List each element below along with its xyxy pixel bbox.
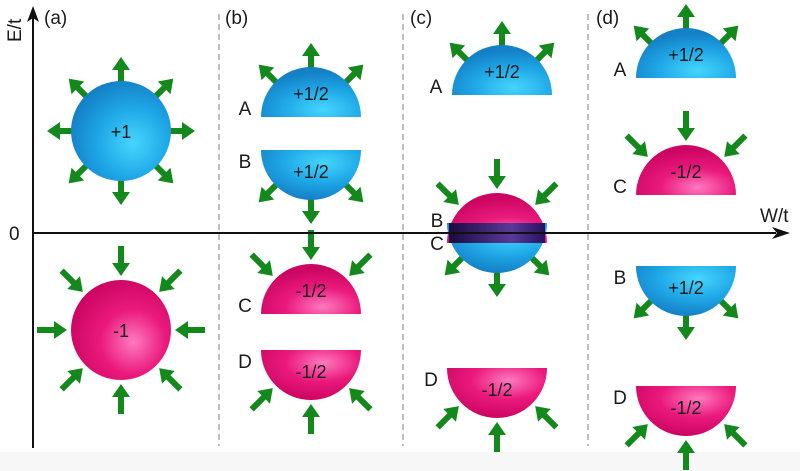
panel-d-lower-dome-positive xyxy=(636,266,736,316)
panel-d-arrow-icon xyxy=(624,133,648,157)
panel-c-arrow-icon xyxy=(488,422,506,452)
x-axis-arrowhead xyxy=(772,227,790,239)
panel-d-arrow-icon xyxy=(677,4,695,34)
panel-a-charge-label: -1 xyxy=(113,321,129,341)
panel-b-arrow-icon xyxy=(302,230,320,260)
panel-label-b: (b) xyxy=(225,8,248,29)
panel-b-upper-dome-positive xyxy=(261,67,361,117)
panel-d-arrow-icon xyxy=(624,424,648,448)
y-axis-arrowhead xyxy=(27,6,39,22)
panel-dividers xyxy=(218,14,589,446)
panel-c-arrow-icon xyxy=(488,267,506,297)
panel-b-charge-label: -1/2 xyxy=(295,362,326,382)
panel-d-state-tag-A: A xyxy=(614,60,627,81)
panel-a-sphere-positive xyxy=(71,81,171,181)
panel-c-arrow-icon xyxy=(535,406,559,430)
panel-a-arrow-icon xyxy=(112,57,130,87)
panel-a-arrow-icon xyxy=(159,268,183,292)
panel-a-arrow-icon xyxy=(112,175,130,205)
panel-b-arrow-icon xyxy=(249,252,273,276)
panel-b-upper-dome-negative xyxy=(261,264,361,314)
axes: E/t W/t 0 xyxy=(5,6,790,448)
panel-d-arrow-icon xyxy=(724,133,748,157)
panel-d-arrow-icon xyxy=(724,424,748,448)
panel-d-state-tag-D: D xyxy=(613,388,627,409)
panel-b-state-tag-A: A xyxy=(239,99,252,120)
panel-b-arrow-icon xyxy=(249,388,273,412)
panel-label-c: (c) xyxy=(410,8,432,29)
panel-b-arrow-icon xyxy=(349,252,373,276)
panel-b-lower-dome-negative xyxy=(261,350,361,400)
panel-c-state-tag-A: A xyxy=(430,77,443,98)
panel-d-charge-label: -1/2 xyxy=(670,162,701,182)
panel-d-upper-dome-positive xyxy=(636,28,736,78)
panel-b-arrow-icon xyxy=(302,43,320,73)
panel-b-arrow-icon xyxy=(302,194,320,224)
panel-d-arrow-icon xyxy=(677,440,695,470)
shapes-layer: +1-1+1/2A+1/2B-1/2C-1/2D+1/2ABC-1/2D+1/2… xyxy=(37,4,748,470)
bottom-strip xyxy=(0,452,800,471)
panel-d-state-tag-C: C xyxy=(613,177,627,198)
panel-d-arrow-icon xyxy=(677,111,695,141)
panel-c-charge-label: -1/2 xyxy=(481,380,512,400)
panel-a-arrow-icon xyxy=(165,122,195,140)
x-axis-label: W/t xyxy=(760,206,789,227)
panel-a-arrow-icon xyxy=(47,122,77,140)
panel-d-lower-dome-negative xyxy=(636,386,736,436)
panel-c-state-tag-C: C xyxy=(430,234,444,255)
panel-c-upper-dome-positive xyxy=(452,45,552,95)
panel-a-arrow-icon xyxy=(112,384,130,414)
panel-b-charge-label: +1/2 xyxy=(293,84,329,104)
panel-c-lower-dome-negative xyxy=(447,368,547,418)
panel-a-arrow-icon xyxy=(159,368,183,392)
panel-b-state-tag-D: D xyxy=(238,352,252,373)
panel-c-charge-label: +1/2 xyxy=(484,62,520,82)
panel-label-a: (a) xyxy=(44,8,67,29)
panel-a-arrow-icon xyxy=(175,321,205,339)
panel-c-state-tag-B: B xyxy=(431,211,444,232)
panel-d-upper-dome-negative xyxy=(636,145,736,195)
panel-b-arrow-icon xyxy=(302,404,320,434)
panel-a-arrow-icon xyxy=(37,321,67,339)
panel-a-arrow-icon xyxy=(59,368,83,392)
origin-label: 0 xyxy=(9,224,20,245)
panel-d-state-tag-B: B xyxy=(614,268,627,289)
panel-label-d: (d) xyxy=(596,8,619,29)
panel-b-charge-label: +1/2 xyxy=(293,162,329,182)
panel-b-charge-label: -1/2 xyxy=(295,281,326,301)
panel-b-state-tag-C: C xyxy=(238,296,252,317)
panel-b-lower-dome-positive xyxy=(261,150,361,200)
panel-a-arrow-icon xyxy=(59,268,83,292)
panel-d-charge-label: +1/2 xyxy=(668,278,704,298)
panel-c-arrow-icon xyxy=(435,406,459,430)
panel-c-arrow-icon xyxy=(435,181,459,205)
panel-d-charge-label: +1/2 xyxy=(668,45,704,65)
y-axis-label: E/t xyxy=(5,18,26,42)
panel-d-arrow-icon xyxy=(677,310,695,340)
panel-b-state-tag-B: B xyxy=(239,152,252,173)
panel-a-charge-label: +1 xyxy=(111,122,132,142)
panel-c-arrow-icon xyxy=(535,181,559,205)
panel-b-arrow-icon xyxy=(349,388,373,412)
panel-c-arrow-icon xyxy=(493,21,511,51)
panel-d-charge-label: -1/2 xyxy=(670,398,701,418)
panel-a-sphere-negative xyxy=(71,280,171,380)
panel-c-arrow-icon xyxy=(488,159,506,189)
panel-c-state-tag-D: D xyxy=(424,370,438,391)
panel-a-arrow-icon xyxy=(112,246,130,276)
